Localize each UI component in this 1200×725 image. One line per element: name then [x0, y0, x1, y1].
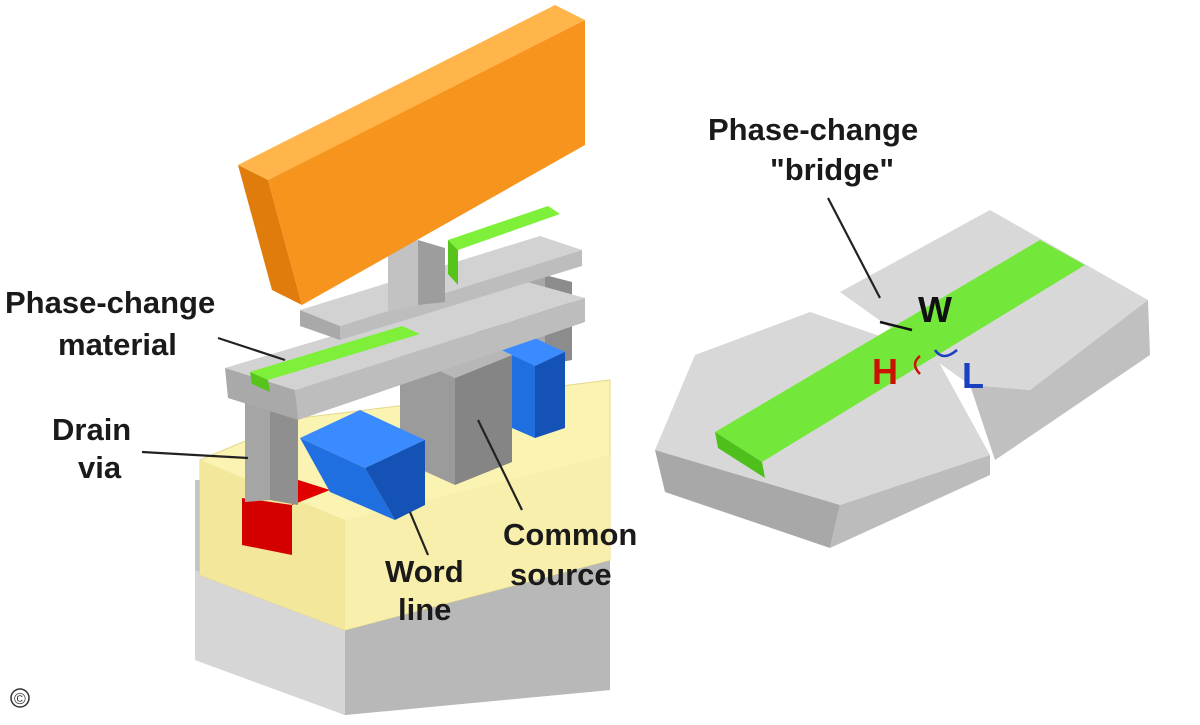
label-common-source-line1: Common	[503, 517, 637, 552]
word-line-front	[300, 410, 425, 520]
dim-w-label: W	[918, 289, 952, 330]
bit-line	[238, 5, 585, 305]
bridge-detail: W H L	[655, 197, 1150, 548]
bridge-leader-line	[827, 197, 881, 299]
phase-change-leader-line	[217, 336, 286, 362]
length-bracket	[933, 349, 958, 358]
phase-change-bridge	[715, 240, 1085, 478]
copyright-icon	[10, 688, 30, 708]
label-drain-via-line1: Drain	[52, 412, 131, 447]
label-phase-change-line1: Phase-change	[5, 285, 215, 320]
label-common-source-line2: source	[510, 557, 612, 592]
dim-l-label: L	[962, 355, 984, 396]
copyright-mark: ©	[14, 691, 26, 708]
dim-h-label: H	[872, 351, 898, 392]
height-bracket	[913, 355, 921, 375]
memory-cell-structure: ©	[10, 5, 611, 715]
label-bridge-line2: "bridge"	[770, 152, 894, 187]
label-phase-change-line2: material	[58, 327, 177, 362]
bit-line-via	[388, 240, 445, 312]
phase-change-material-stripe	[250, 326, 420, 392]
drain-contact	[242, 478, 330, 555]
width-bracket	[879, 320, 913, 332]
label-drain-via-line2: via	[78, 450, 122, 485]
drain-via-leader-line	[141, 450, 249, 460]
common-source-leader-line	[477, 419, 523, 511]
labels: Phase-change material Drain via Word lin…	[5, 112, 918, 627]
label-word-line-line1: Word	[385, 554, 464, 589]
label-word-line-line2: line	[398, 592, 451, 627]
drain-via-pillar	[245, 392, 298, 505]
label-bridge-line1: Phase-change	[708, 112, 918, 147]
word-line-leader-line	[408, 511, 430, 556]
